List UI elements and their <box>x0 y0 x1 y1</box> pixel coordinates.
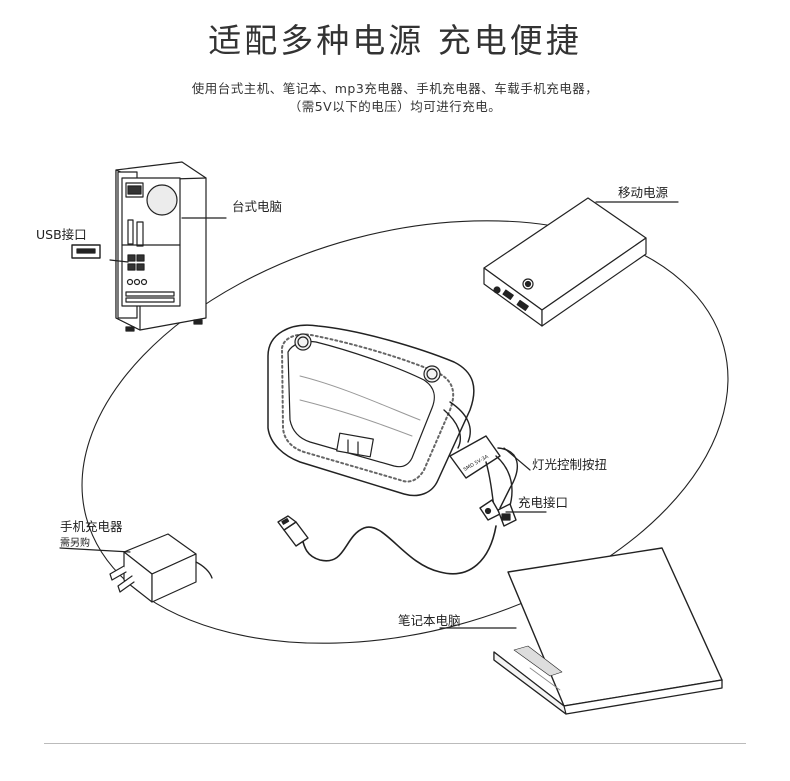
phone-charger-icon <box>109 533 213 603</box>
light-controller-icon: SMD 5V-3A <box>449 435 501 479</box>
connection-ellipse <box>81 220 729 644</box>
charge-port-icon <box>479 499 517 527</box>
laptop-icon <box>493 547 723 715</box>
subtitle-line-1: 使用台式主机、笔记本、mp3充电器、手机充电器、车载手机充电器， <box>191 81 599 96</box>
phone-charger-note: 需另购 <box>60 538 90 549</box>
page-title: 适配多种电源 充电便捷 <box>208 21 582 60</box>
power-bank-label: 移动电源 <box>618 185 669 200</box>
usb-label-leader <box>109 259 129 263</box>
desktop-label: 台式电脑 <box>232 199 283 214</box>
subtitle-line-2: （需5V以下的电压）均可进行充电。 <box>288 99 502 114</box>
charge-port-label: 充电接口 <box>518 495 569 510</box>
laptop-label: 笔记本电脑 <box>398 613 461 628</box>
bottom-divider <box>44 743 746 744</box>
usb-cable <box>301 525 497 575</box>
desktop-computer-icon <box>115 161 207 332</box>
power-bank-icon <box>483 197 647 327</box>
usb-port-icon <box>71 244 101 259</box>
product-bag-icon <box>267 324 475 497</box>
light-knob-label-leader <box>503 447 531 471</box>
bag-to-controller-cable-2 <box>443 409 462 449</box>
controller-cable-a <box>497 447 518 509</box>
phone-charger-label-leader <box>59 547 131 553</box>
usb-plug-icon <box>277 515 309 547</box>
bag-to-controller-cable <box>449 401 471 443</box>
light-knob-label: 灯光控制按扭 <box>532 457 608 472</box>
usb-port-label: USB接口 <box>36 227 87 242</box>
phone-charger-label: 手机充电器 <box>60 519 123 534</box>
